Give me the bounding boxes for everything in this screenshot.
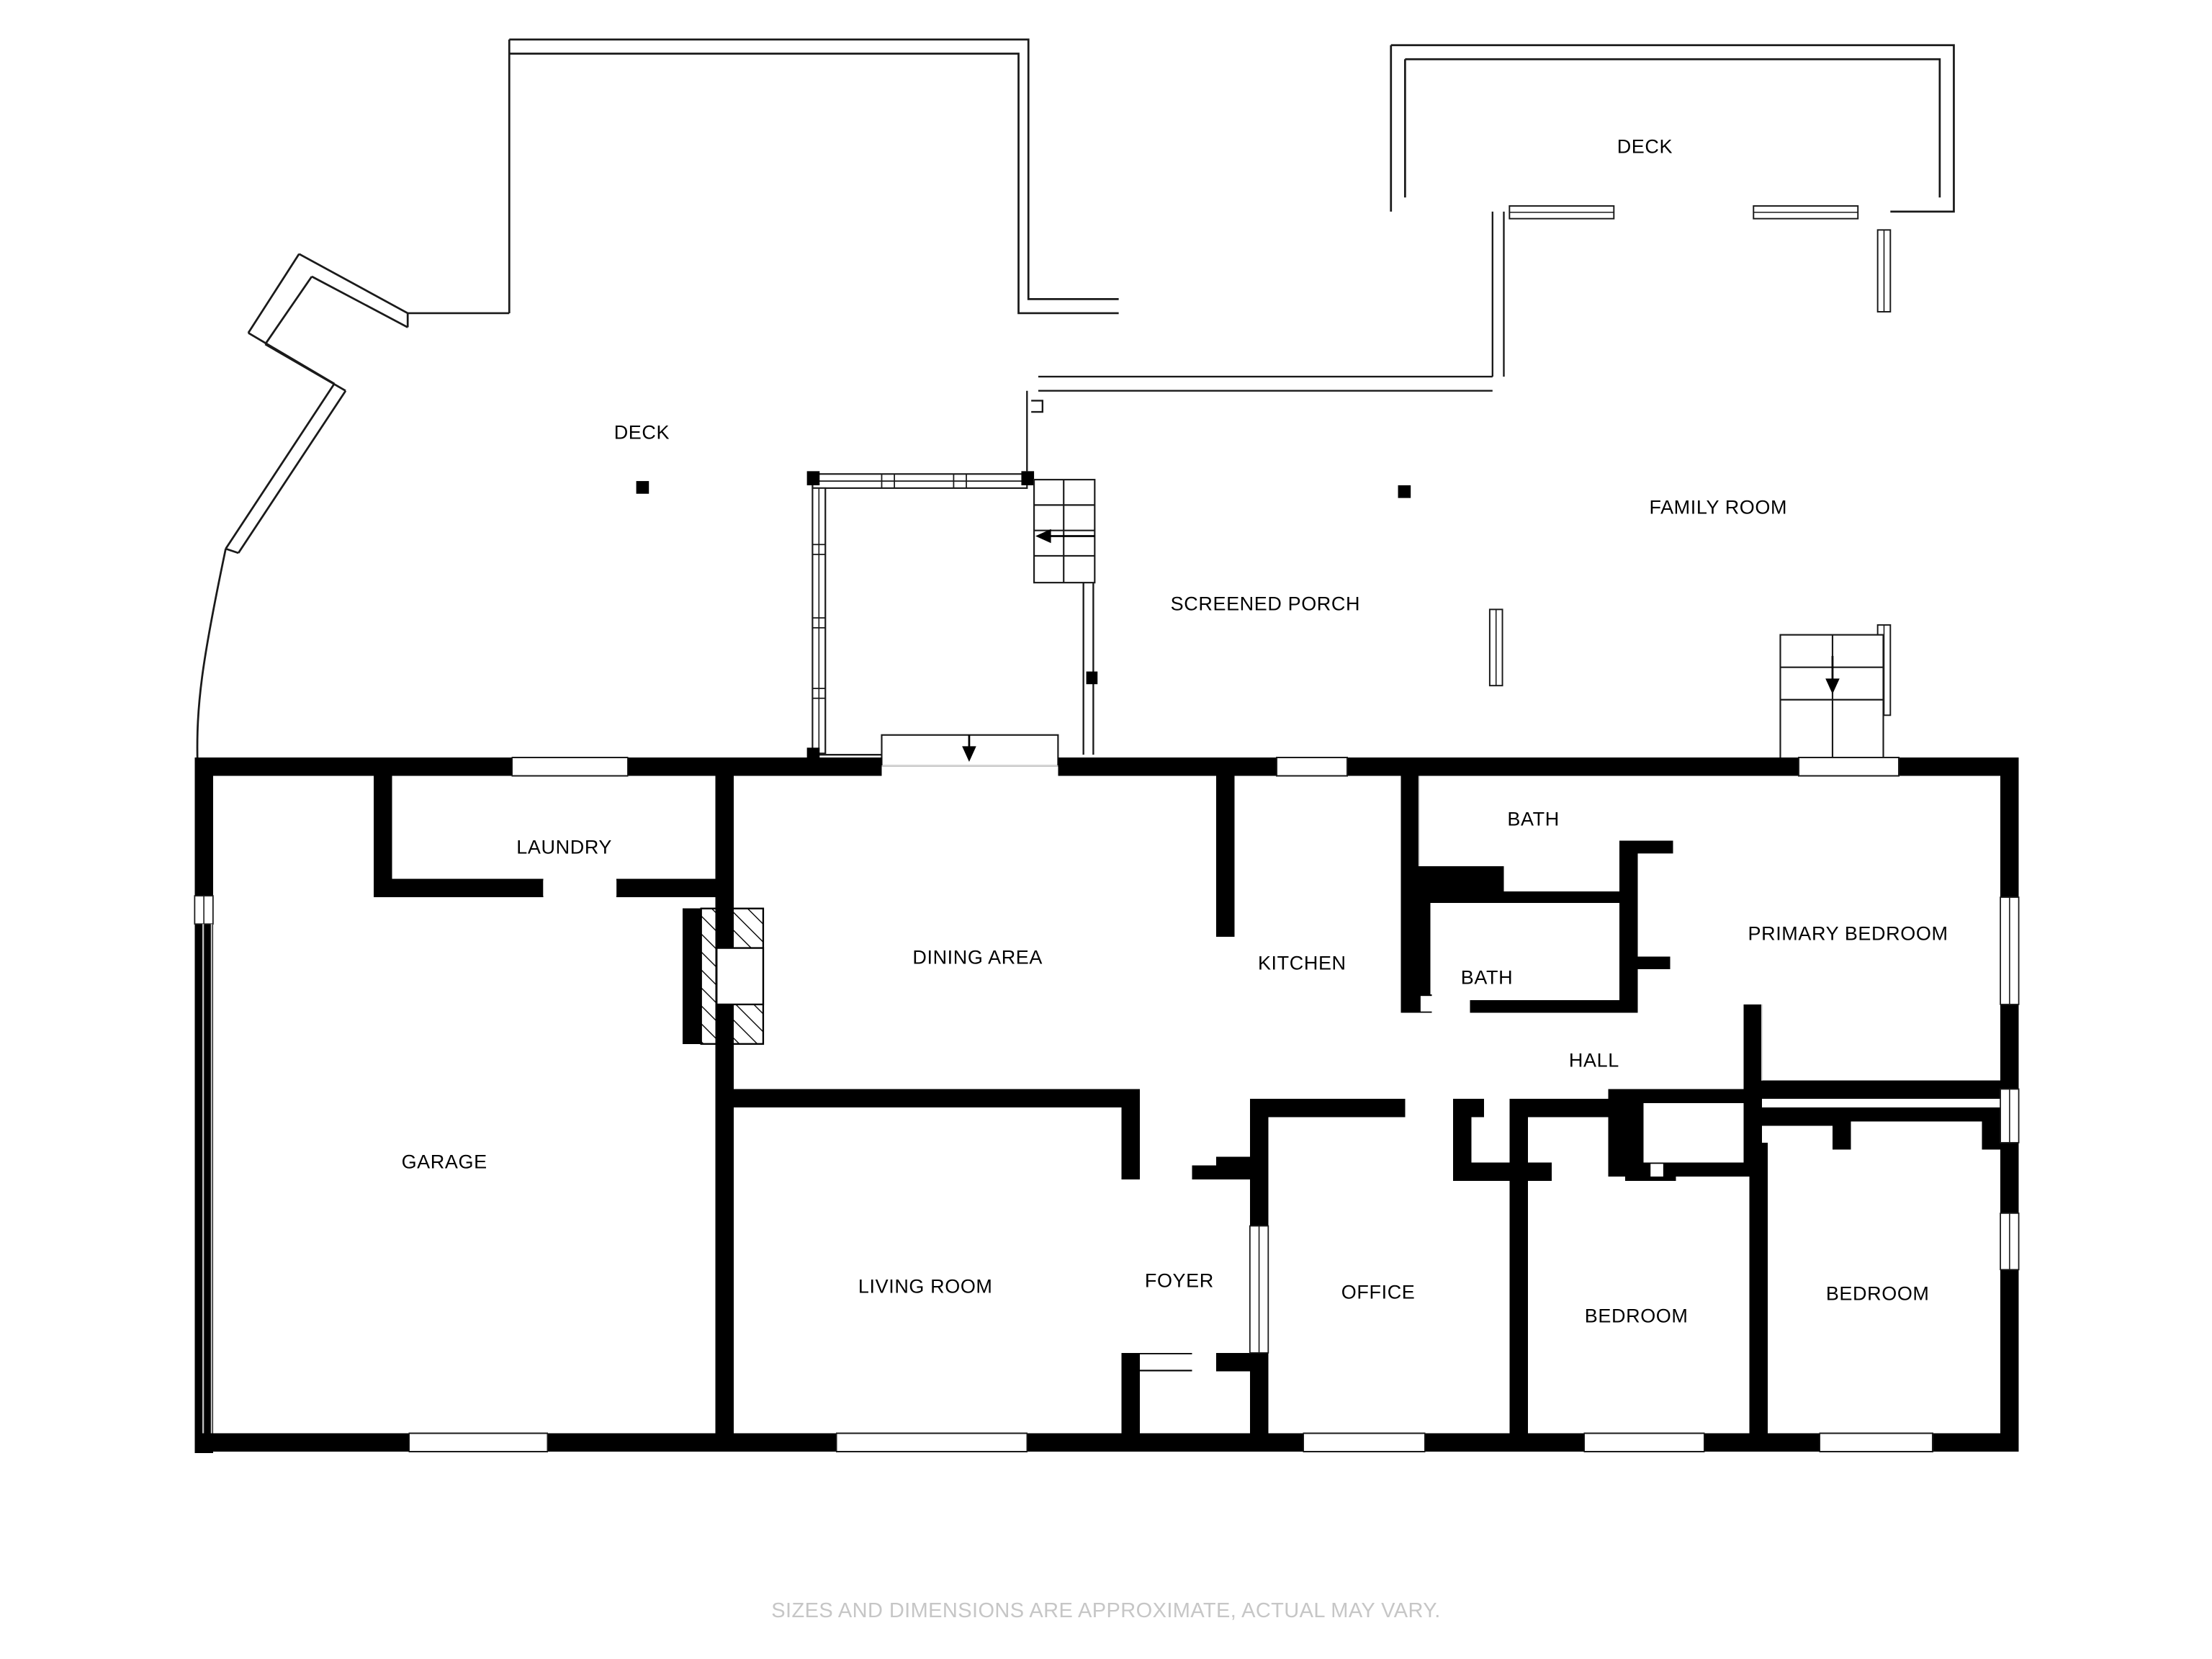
deck-post-left: [636, 481, 649, 494]
room-label-bedroom-mid: BEDROOM: [1584, 1305, 1689, 1327]
room-label-dining-area: DINING AREA: [912, 946, 1043, 968]
room-label-deck-top-right: DECK: [1617, 135, 1673, 158]
porch-stair: [1033, 479, 1096, 584]
room-label-garage: GARAGE: [401, 1151, 487, 1173]
room-label-deck-left: DECK: [613, 421, 670, 444]
room-label-living-room: LIVING ROOM: [858, 1275, 993, 1298]
family-room-north-glazing: [1509, 205, 1859, 220]
room-label-bath-upper: BATH: [1507, 808, 1560, 830]
fireplace: [700, 907, 765, 1045]
room-label-primary-bedroom: PRIMARY BEDROOM: [1748, 922, 1948, 945]
room-label-kitchen: KITCHEN: [1257, 952, 1346, 974]
thin-reference-lines: [881, 765, 1763, 1081]
porch-post-ne: [1021, 471, 1035, 485]
family-room-outline: [1491, 211, 1505, 377]
family-room-west-window: [1488, 608, 1503, 687]
porch-post-nw: [806, 471, 820, 485]
room-label-family-room: FAMILY ROOM: [1649, 496, 1788, 518]
side-wall-windows: [194, 895, 2020, 1354]
dining-stair-arrow: [962, 734, 976, 762]
screened-porch-outline: [811, 375, 1493, 756]
deck-post-right: [1398, 485, 1411, 498]
room-label-hall: HALL: [1568, 1049, 1619, 1071]
deck-left-outline: [196, 38, 1119, 763]
porch-west-screen: [811, 487, 827, 755]
disclaimer-text: SIZES AND DIMENSIONS ARE APPROXIMATE, AC…: [771, 1599, 1441, 1622]
porch-stair-arrow: [1035, 529, 1095, 544]
room-label-foyer: FOYER: [1144, 1269, 1214, 1292]
room-label-bath-lower: BATH: [1460, 966, 1514, 989]
porch-window-band: [811, 473, 1028, 489]
family-stair: [1779, 634, 1884, 763]
room-label-office: OFFICE: [1341, 1281, 1416, 1303]
family-stair-arrow: [1825, 656, 1840, 694]
deck-top-right-outline: [1390, 44, 1955, 213]
room-label-laundry: LAUNDRY: [516, 836, 613, 858]
main-house-walls: [194, 757, 2019, 1453]
room-label-screened-porch: SCREENED PORCH: [1170, 593, 1361, 615]
door-openings: [543, 853, 1673, 1370]
garage-door: [202, 924, 213, 1434]
room-label-bedroom-right: BEDROOM: [1825, 1282, 1930, 1305]
porch-post-se: [1086, 671, 1098, 685]
